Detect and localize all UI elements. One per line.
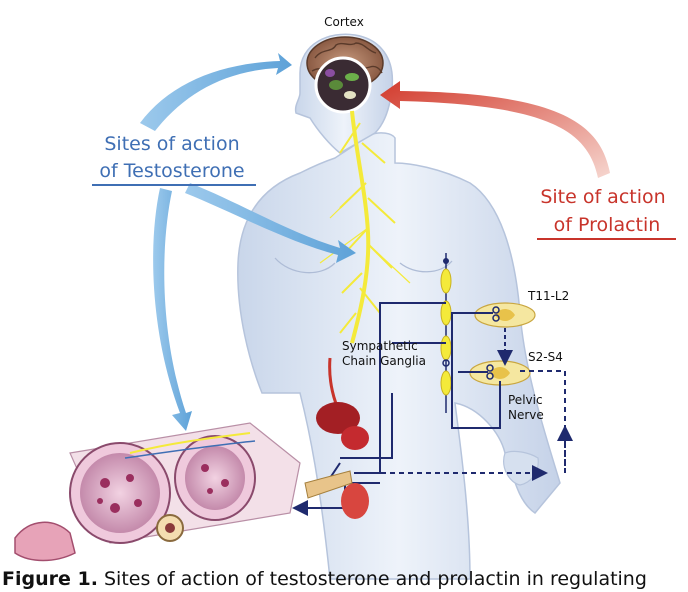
t11-l2-label: T11-L2 [527,289,569,303]
prolactin-label-line1: Site of action [540,186,665,208]
pelvic-organs [304,357,369,519]
prolactin-label-line2: of Prolactin [554,214,661,236]
sympathetic-chain [440,253,452,413]
s2-s4-label: S2-S4 [528,350,563,364]
figure-number: Figure 1. [2,568,98,590]
cortex-label: Cortex [324,15,364,29]
autonomic-pathways [292,302,573,516]
hypothalamus-inset [314,56,372,114]
penile-cross-section [14,422,301,562]
testosterone-arrows [140,53,356,431]
sympathetic-label-line1: Sympathetic [342,339,418,353]
segment-t11-l2 [474,302,536,328]
pelvic-nerve-label-line1: Pelvic [508,393,543,407]
figure-caption: Figure 1. Sites of action of testosteron… [2,566,688,592]
sympathetic-label-line2: Chain Ganglia [342,354,426,368]
caption-text: Sites of action of testosterone and prol… [103,568,647,590]
testosterone-label-line2: of Testosterone [99,160,244,182]
pelvic-nerve-label-line2: Nerve [508,408,544,422]
prolactin-arrow [380,81,610,178]
testosterone-label-line1: Sites of action [104,133,239,155]
